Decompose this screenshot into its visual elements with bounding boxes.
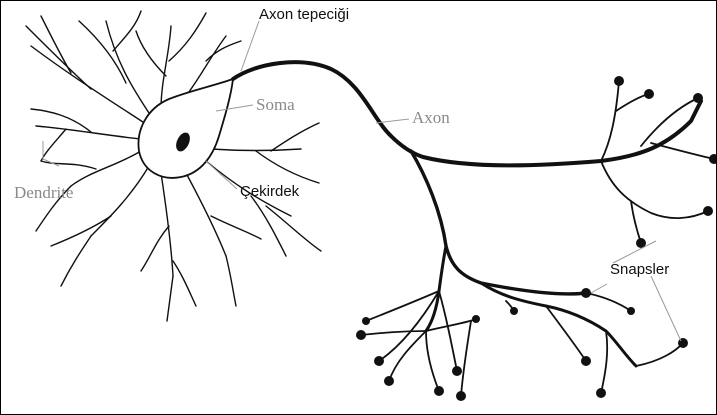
dendrite-label: Dendrite — [14, 184, 73, 201]
axon-hillock-label: Axon tepeciği — [259, 7, 349, 22]
axon — [233, 62, 701, 366]
soma-body — [138, 79, 233, 178]
soma-label: Soma — [256, 96, 295, 113]
axon-label: Axon — [412, 109, 450, 126]
synapses-label: Snapsler — [610, 262, 669, 277]
synapse-knobs — [356, 76, 717, 401]
axon-terminals — [361, 81, 714, 396]
nucleus-label: Çekirdek — [240, 184, 299, 199]
